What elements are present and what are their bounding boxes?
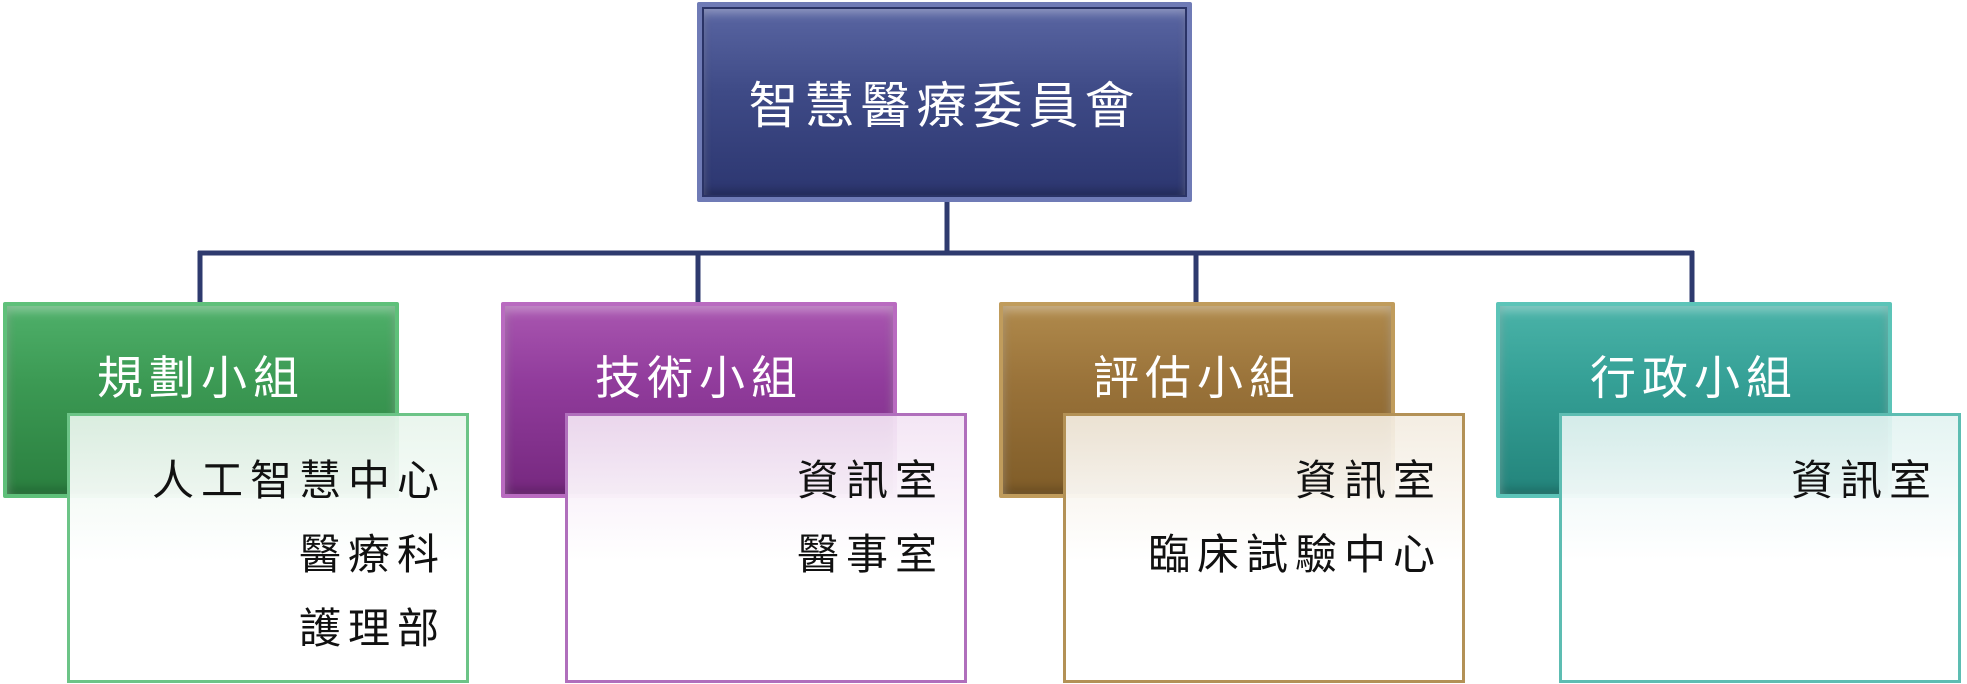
root-committee-box: 智慧醫療委員會: [697, 2, 1192, 202]
member-list-evaluation: 資訊室 臨床試驗中心: [1063, 413, 1465, 683]
member-list-technical: 資訊室 醫事室: [565, 413, 967, 683]
member-item: 資訊室: [1790, 456, 1938, 505]
member-item: 臨床試驗中心: [1147, 530, 1442, 579]
member-item: 資訊室: [796, 456, 944, 505]
member-list-planning: 人工智慧中心 醫療科 護理部: [67, 413, 469, 683]
member-item: 醫事室: [796, 530, 944, 579]
member-item: 醫療科: [298, 530, 446, 579]
member-item: 人工智慧中心: [151, 456, 446, 505]
group-title-admin: 行政小組: [1590, 351, 1798, 405]
group-title-evaluation: 評估小組: [1093, 351, 1301, 405]
member-list-admin: 資訊室: [1559, 413, 1961, 683]
root-committee-title: 智慧醫療委員會: [748, 77, 1141, 135]
member-item: 資訊室: [1294, 456, 1442, 505]
group-title-planning: 規劃小組: [97, 351, 305, 405]
group-title-technical: 技術小組: [595, 351, 803, 405]
member-item: 護理部: [298, 604, 446, 653]
